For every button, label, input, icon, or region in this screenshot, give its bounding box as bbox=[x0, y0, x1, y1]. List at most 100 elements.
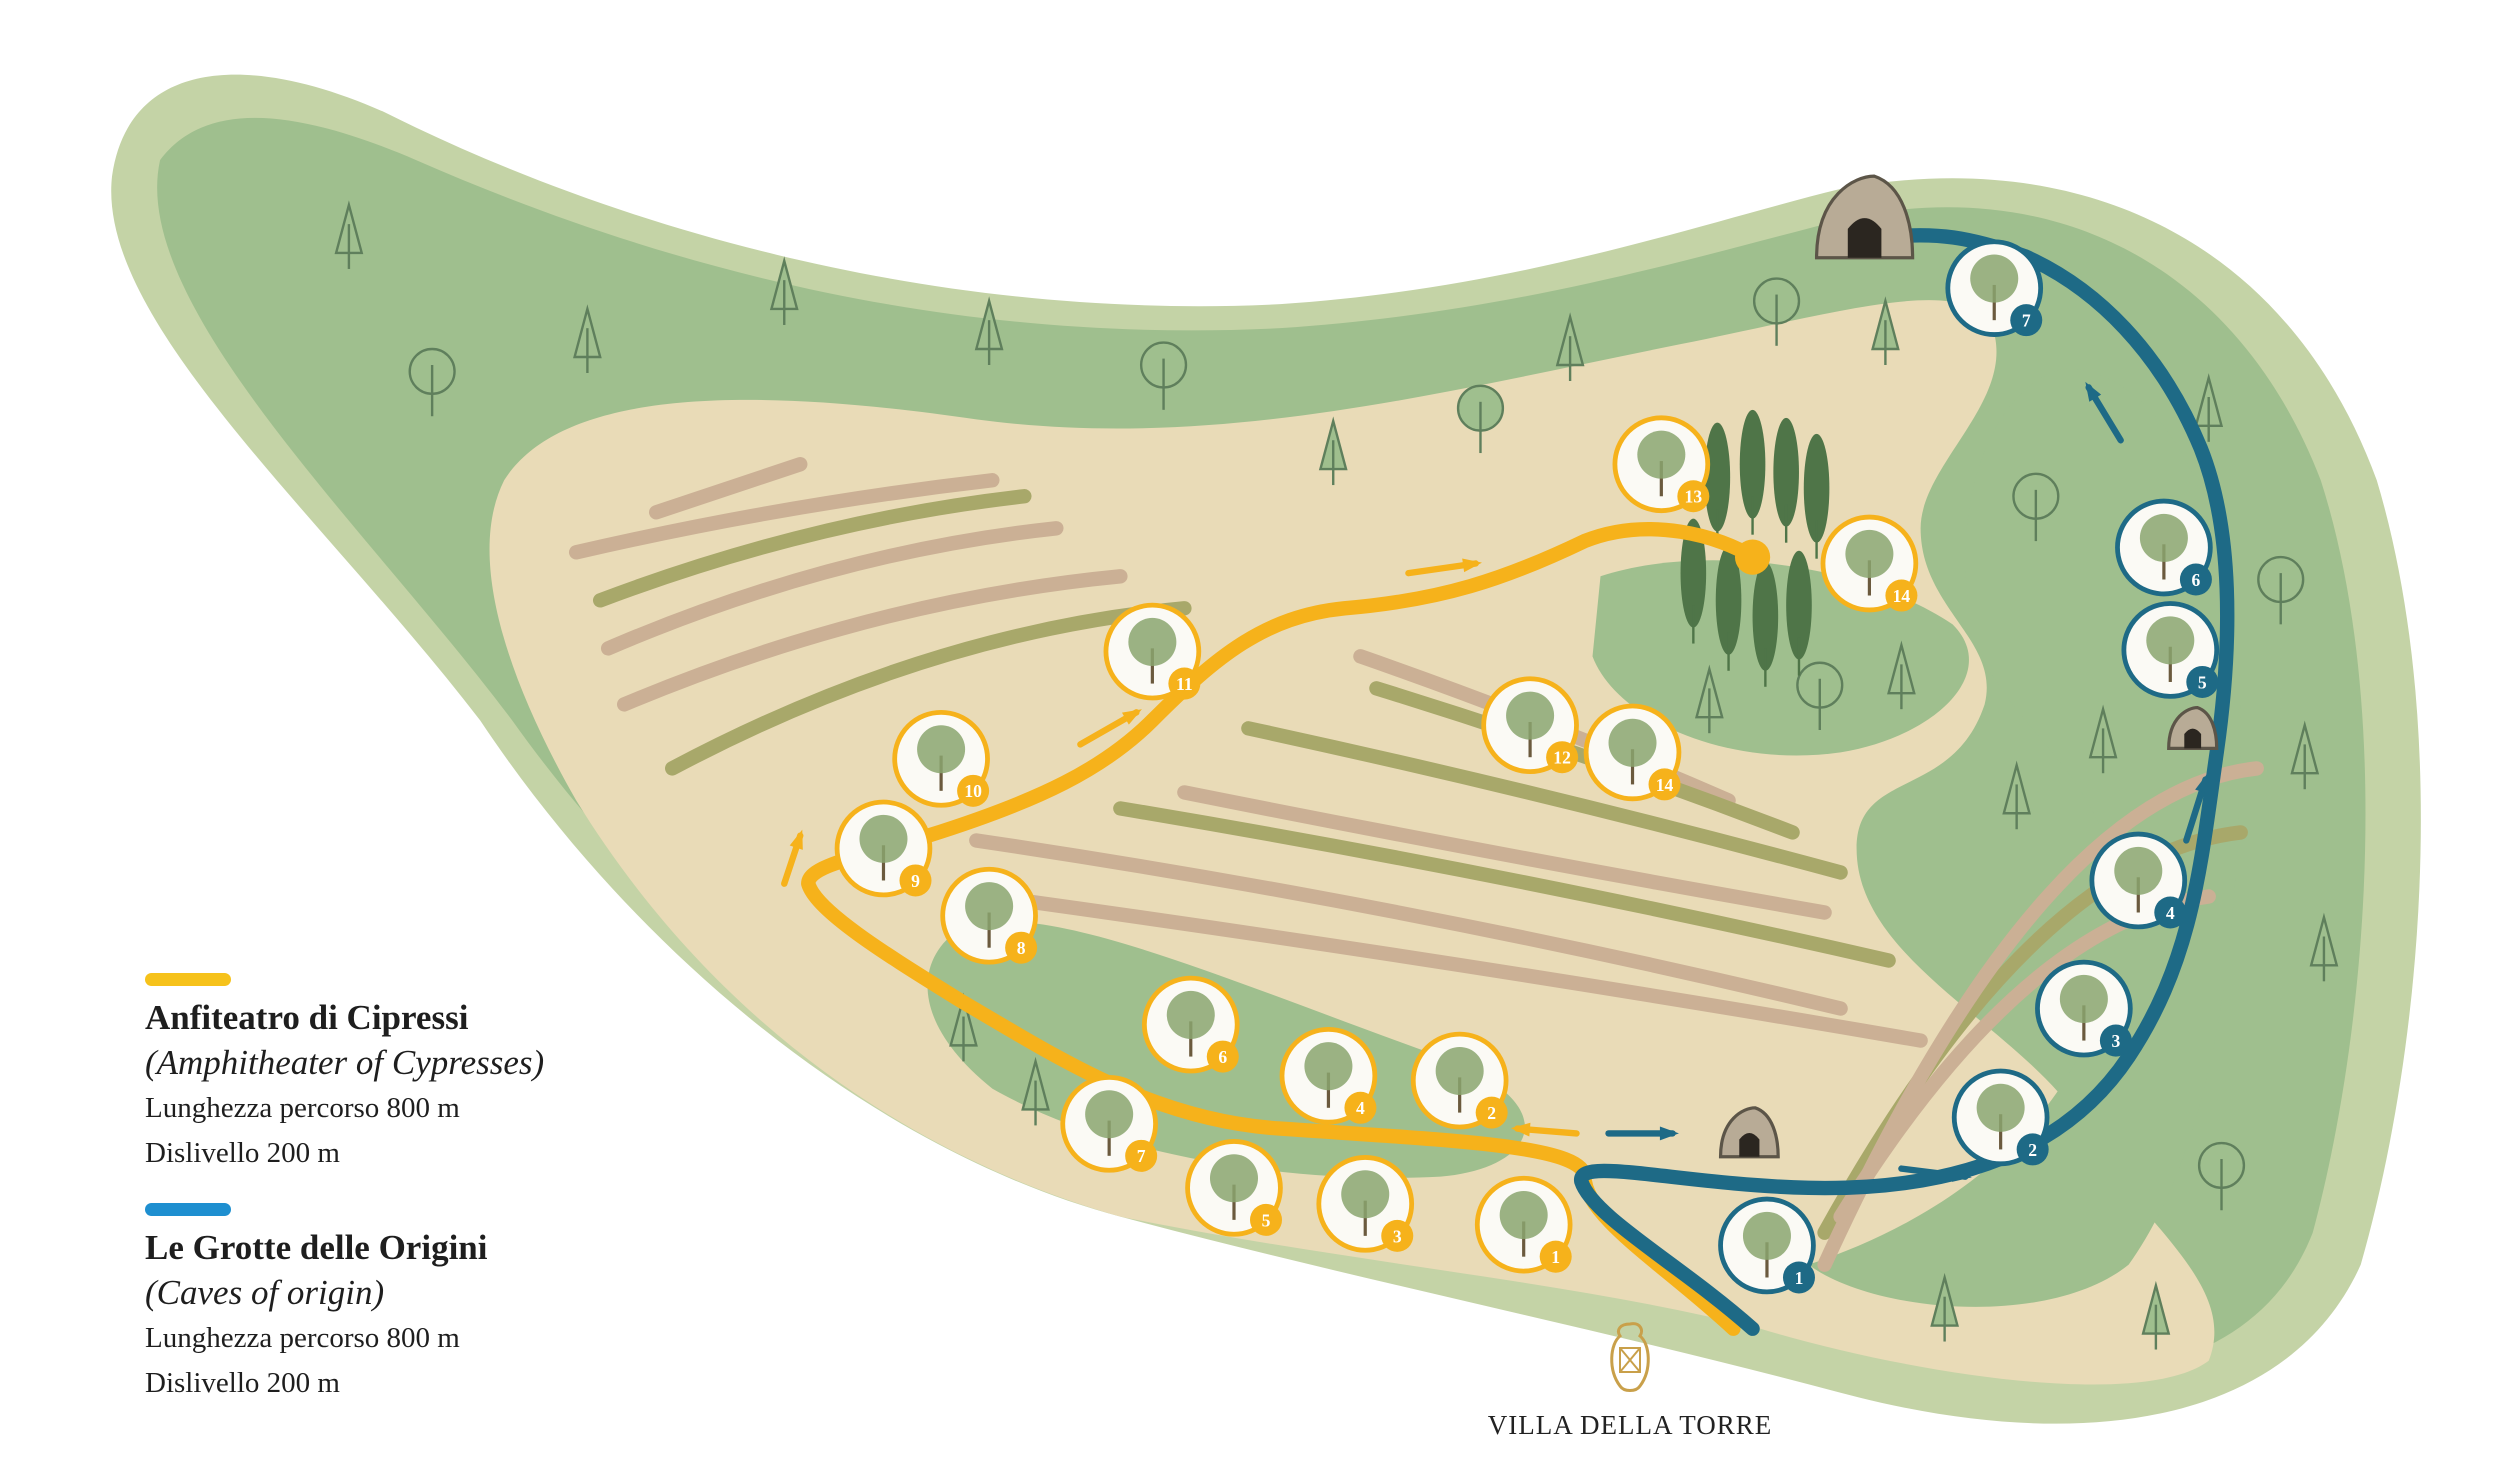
terrace-row bbox=[568, 473, 1000, 560]
terrace-row bbox=[1113, 801, 1896, 968]
conifer-tree-icon bbox=[573, 304, 602, 374]
plant-illustration-icon bbox=[2139, 513, 2188, 580]
cypress-tree-icon bbox=[1715, 545, 1742, 671]
terrace-row bbox=[1241, 721, 1848, 880]
stop-number: 11 bbox=[1176, 674, 1193, 694]
route-title: Le Grotte delle Origini bbox=[145, 1228, 488, 1267]
blue-stop-marker[interactable]: 4 bbox=[2089, 831, 2188, 930]
blue-stop-marker[interactable]: 6 bbox=[2115, 498, 2213, 597]
direction-arrow-icon bbox=[1605, 1126, 1679, 1141]
stop-number: 10 bbox=[964, 781, 982, 801]
conifer-tree-icon bbox=[2141, 1280, 2171, 1350]
deciduous-tree-icon bbox=[1752, 277, 1801, 346]
route-length: Lunghezza percorso 800 m bbox=[145, 1322, 460, 1354]
blue-stop-marker[interactable]: 1 bbox=[1718, 1196, 1816, 1295]
terrace-row bbox=[665, 601, 1192, 776]
stop-number: 6 bbox=[2192, 570, 2201, 590]
yellow-stop-marker[interactable]: 13 bbox=[1612, 415, 1711, 514]
stop-number: 9 bbox=[911, 871, 920, 891]
deciduous-tree-icon bbox=[1456, 384, 1505, 454]
blue-stop-marker[interactable]: 7 bbox=[1945, 239, 2044, 337]
route-elevation: Dislivello 200 m bbox=[145, 1137, 340, 1169]
plant-illustration-icon bbox=[1341, 1170, 1390, 1236]
terrace-row bbox=[592, 489, 1032, 608]
conifer-tree-icon bbox=[1021, 1056, 1050, 1126]
direction-arrow-icon bbox=[2183, 773, 2209, 844]
stop-number: 2 bbox=[1487, 1103, 1496, 1123]
direction-arrow-icon bbox=[781, 829, 804, 887]
blue-stop-marker[interactable]: 2 bbox=[1951, 1068, 2050, 1167]
plant-illustration-icon bbox=[2114, 846, 2163, 913]
legend-blue-route: Le Grotte delle Origini (Caves of origin… bbox=[145, 1203, 487, 1406]
conifer-tree-icon bbox=[1555, 312, 1585, 382]
conifer-tree-icon bbox=[974, 296, 1004, 365]
route-subtitle: (Caves of origin) bbox=[145, 1273, 385, 1312]
direction-arrow-icon bbox=[1405, 558, 1483, 577]
plant-illustration-icon bbox=[1970, 254, 2019, 321]
vineyard-terraces bbox=[568, 457, 2264, 1272]
stop-number: 6 bbox=[1218, 1047, 1227, 1067]
conifer-tree-icon bbox=[1871, 296, 1900, 365]
brand-logo: VILLA DELLA TORRE bbox=[1440, 1320, 1820, 1441]
plant-illustration-icon bbox=[1742, 1211, 1791, 1278]
blue-route-swatch bbox=[145, 1203, 231, 1216]
cypress-tree-icon bbox=[1803, 433, 1830, 559]
yellow-stop-marker[interactable]: 9 bbox=[834, 799, 933, 898]
stop-number: 5 bbox=[2198, 672, 2207, 692]
direction-arrow-icon bbox=[1898, 1165, 1972, 1182]
route-title: Anfiteatro di Cipressi bbox=[145, 998, 469, 1037]
cypress-tree-icon bbox=[1752, 561, 1779, 687]
direction-arrow-icon bbox=[2085, 381, 2124, 444]
terrace-row bbox=[649, 457, 808, 520]
conifer-tree-icon bbox=[949, 992, 978, 1062]
yellow-stop-marker[interactable]: 11 bbox=[1103, 602, 1202, 701]
blue-stop-marker[interactable]: 5 bbox=[2121, 601, 2220, 699]
yellow-stop-marker[interactable]: 7 bbox=[1060, 1074, 1158, 1173]
conifer-tree-icon bbox=[1930, 1272, 1959, 1342]
terrace-row bbox=[969, 833, 1848, 1016]
stop-number: 1 bbox=[1795, 1268, 1804, 1288]
trees bbox=[334, 200, 2339, 1350]
yellow-stop-marker[interactable]: 2 bbox=[1410, 1031, 1509, 1130]
deciduous-tree-icon bbox=[2197, 1141, 2246, 1211]
yellow-stop-marker[interactable]: 12 bbox=[1481, 676, 1579, 775]
plant-illustration-icon bbox=[1128, 617, 1177, 684]
yellow-stop-marker[interactable]: 14 bbox=[1820, 514, 1919, 613]
plant-illustration-icon bbox=[1608, 718, 1657, 785]
cypress-tree-icon bbox=[1739, 409, 1766, 535]
plant-illustration-icon bbox=[2146, 616, 2195, 682]
yellow-stop-marker[interactable]: 1 bbox=[1474, 1175, 1573, 1274]
plant-illustration-icon bbox=[859, 814, 908, 881]
deciduous-tree-icon bbox=[408, 347, 456, 417]
yellow-stop-marker[interactable]: 14 bbox=[1583, 703, 1682, 802]
yellow-stop-marker[interactable]: 10 bbox=[892, 709, 990, 808]
deciduous-tree-icon bbox=[2012, 472, 2060, 542]
stop-number: 2 bbox=[2028, 1140, 2037, 1160]
terrace-row bbox=[985, 889, 1928, 1048]
conifer-tree-icon bbox=[1318, 416, 1348, 486]
yellow-stop-marker[interactable]: 3 bbox=[1316, 1155, 1415, 1253]
yellow-route bbox=[801, 522, 1760, 1336]
stop-number: 4 bbox=[1356, 1098, 1365, 1118]
blue-route bbox=[1574, 227, 2235, 1336]
direction-arrow-icon bbox=[1077, 709, 1142, 748]
stop-number: 1 bbox=[1551, 1247, 1560, 1267]
yellow-stop-marker[interactable]: 8 bbox=[940, 866, 1038, 965]
legend-yellow-route: Anfiteatro di Cipressi (Amphitheater of … bbox=[145, 973, 544, 1176]
plant-illustration-icon bbox=[917, 725, 966, 791]
blue-stop-marker[interactable]: 3 bbox=[2035, 959, 2133, 1058]
route-subtitle: (Amphitheater of Cypresses) bbox=[145, 1043, 545, 1082]
yellow-stop-marker[interactable]: 6 bbox=[1141, 975, 1240, 1074]
conifer-tree-icon bbox=[2309, 912, 2339, 982]
yellow-stop-marker[interactable]: 4 bbox=[1279, 1026, 1378, 1125]
conifer-tree-icon bbox=[2194, 373, 2224, 442]
brand-name: VILLA DELLA TORRE bbox=[1487, 1410, 1773, 1440]
route-elevation: Dislivello 200 m bbox=[145, 1367, 340, 1399]
conifer-tree-icon bbox=[769, 256, 799, 325]
yellow-stop-marker[interactable]: 5 bbox=[1185, 1139, 1283, 1237]
conifer-tree-icon bbox=[2290, 720, 2320, 790]
plant-illustration-icon bbox=[1499, 1191, 1548, 1257]
conifer-tree-icon bbox=[334, 200, 364, 269]
plant-illustration-icon bbox=[1637, 430, 1686, 497]
cypress-tree-icon bbox=[1680, 518, 1707, 644]
